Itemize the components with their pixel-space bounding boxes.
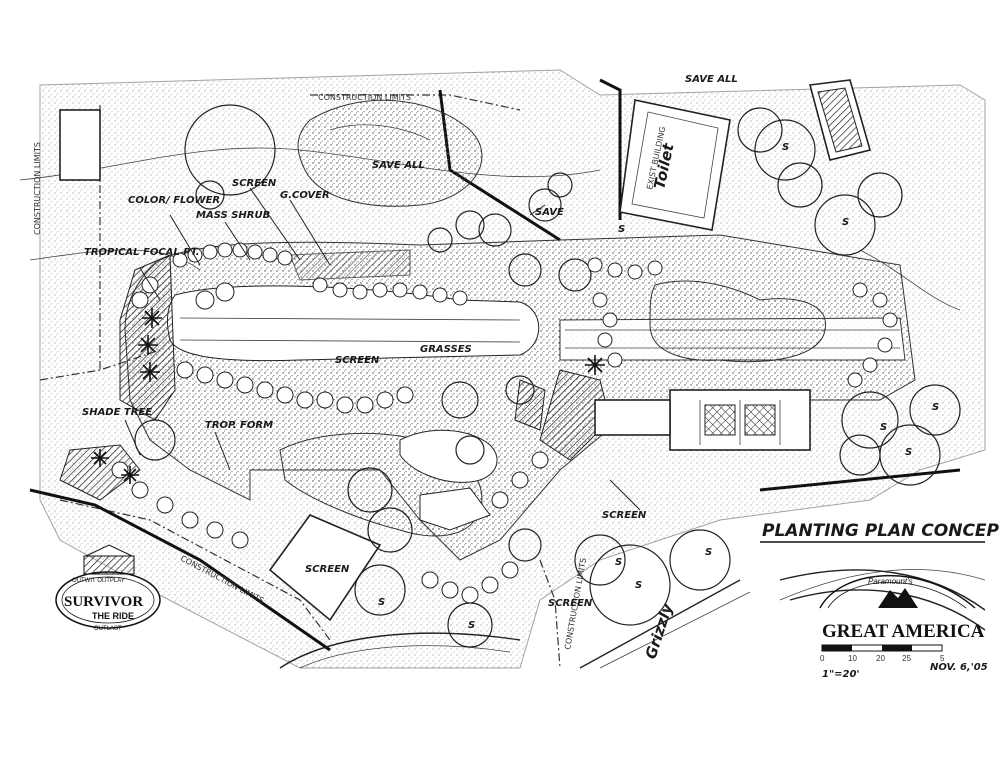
- top-right-structure: [808, 79, 871, 161]
- paramount-brand: Paramount's: [868, 577, 913, 586]
- label-save: SAVE: [535, 207, 564, 218]
- survivor-wordmark: SURVIVOR: [64, 594, 143, 610]
- label-tropical-focal: TROPICAL FOCAL PT.: [84, 247, 200, 258]
- queue-lanes: [167, 280, 906, 363]
- tree-symbol: S: [842, 217, 849, 228]
- tree-symbol: S: [880, 422, 887, 433]
- tree-symbol: S: [618, 224, 625, 235]
- scale-tick-0: 0: [820, 654, 825, 663]
- label-save-all-top: SAVE ALL: [685, 74, 738, 85]
- label-screen-lower: SCREEN: [305, 564, 350, 575]
- grizzly-track: [279, 579, 751, 669]
- construction-limits-left-label: CONSTRUCTION LIMITS: [33, 142, 42, 235]
- label-screen-mid: SCREEN: [335, 355, 380, 366]
- label-screen-bottom: SCREEN: [548, 598, 593, 609]
- save-all-zone: [297, 99, 483, 207]
- station-platform: [594, 389, 811, 451]
- label-screen-right: SCREEN: [602, 510, 647, 521]
- great-america-wordmark: GREAT AMERICA: [822, 621, 985, 642]
- survivor-bottom-text: OUTLAST: [94, 626, 122, 632]
- tree-symbol: S: [905, 447, 912, 458]
- great-america-logo: Paramount's GREAT AMERICA: [819, 574, 985, 642]
- tree-symbol: S: [932, 402, 939, 413]
- tree-symbol: S: [705, 547, 712, 558]
- plan-date: NOV. 6,'05: [930, 662, 988, 673]
- tree-canopies: [134, 104, 961, 648]
- label-trop-form: TROP. FORM: [205, 420, 273, 431]
- lower-planting-bed: [279, 429, 498, 537]
- shrub-rows: [111, 242, 898, 604]
- label-screen-top: SCREEN: [232, 178, 277, 189]
- survivor-subtitle: THE RIDE: [92, 611, 134, 621]
- existing-structure-left: [59, 109, 101, 181]
- label-grasses: GRASSES: [420, 344, 472, 355]
- tree-symbol: S: [468, 620, 475, 631]
- lower-left-structure: [268, 514, 382, 622]
- scale-bar: 0 10 20 25 5 1"=20' NOV. 6,'05: [820, 644, 988, 680]
- title-block: PLANTING PLAN CONCEPT: [760, 521, 1000, 543]
- toilet-building: [619, 99, 731, 231]
- scale-tick-3: 25: [902, 654, 911, 663]
- scale-text: 1"=20': [822, 669, 860, 680]
- label-mass-shrub: MASS SHRUB: [196, 210, 270, 221]
- tree-symbol: S: [635, 580, 642, 591]
- tree-symbol: S: [782, 142, 789, 153]
- scale-tick-2: 20: [876, 654, 885, 663]
- scale-tick-4: 5: [940, 654, 945, 663]
- construction-limits-top-label: CONSTRUCTION LIMITS: [318, 93, 411, 102]
- palm-clusters: [91, 308, 605, 484]
- scale-tick-1: 10: [848, 654, 857, 663]
- tree-symbol: S: [378, 597, 385, 608]
- save-tree-symbols: S S S S S S S S S S S: [378, 142, 939, 631]
- survivor-logo: OUTWIT OUTPLAY SURVIVOR THE RIDE OUTLAST: [55, 544, 161, 632]
- plan-title: PLANTING PLAN CONCEPT: [762, 521, 1000, 541]
- label-save-all: SAVE ALL: [372, 160, 425, 171]
- leader-lines: [124, 187, 641, 511]
- groundcover-beds: [59, 249, 611, 501]
- tree-symbol: S: [615, 557, 622, 568]
- label-color-flower: COLOR/ FLOWER: [128, 195, 220, 206]
- plan-annotations: SAVE ALL SAVE ALL SAVE SCREEN G.COVER CO…: [82, 74, 738, 609]
- label-g-cover: G.COVER: [280, 190, 330, 201]
- label-shade-tree: SHADE TREE: [82, 407, 152, 418]
- survivor-top-text: OUTWIT OUTPLAY: [72, 578, 125, 584]
